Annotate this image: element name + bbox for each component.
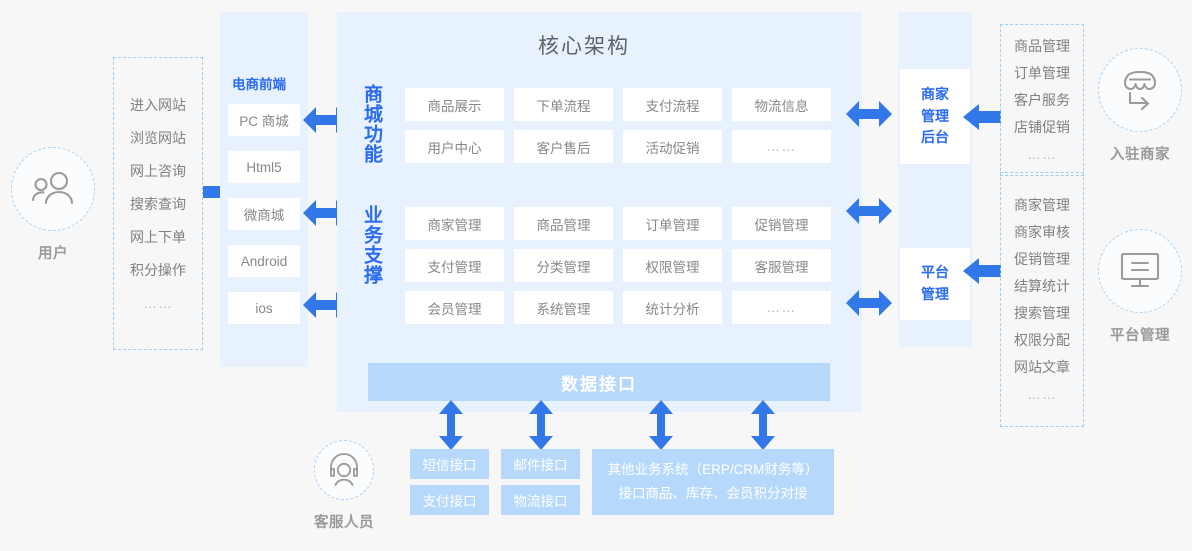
platform-function-item: 结算统计 bbox=[1014, 278, 1070, 294]
arrow-databar-mail bbox=[528, 400, 554, 455]
platform-function-item: 权限分配 bbox=[1014, 332, 1070, 348]
iface-other-line1: 其他业务系统（ERP/CRM财务等） bbox=[607, 462, 819, 478]
merchant-function-item: 商品管理 bbox=[1014, 38, 1070, 54]
users-icon bbox=[11, 147, 95, 231]
user-action-item: 搜索查询 bbox=[130, 195, 186, 212]
core-cell[interactable]: 支付流程 bbox=[623, 88, 722, 121]
merchant-console-box[interactable]: 商家 管理 后台 bbox=[900, 69, 970, 164]
core-cell[interactable]: 统计分析 bbox=[623, 291, 722, 324]
frontend-item-android[interactable]: Android bbox=[228, 245, 300, 277]
core-cell[interactable]: 促销管理 bbox=[732, 207, 831, 240]
merchant-function-item: 订单管理 bbox=[1014, 65, 1070, 81]
arrow-platform-functions-to-console bbox=[963, 258, 1001, 289]
platform-console-line: 管理 bbox=[921, 286, 949, 302]
frontend-item-html5[interactable]: Html5 bbox=[228, 151, 300, 183]
core-cell[interactable]: 用户中心 bbox=[405, 130, 504, 163]
core-cell[interactable]: 分类管理 bbox=[514, 249, 613, 282]
headset-agent-icon bbox=[314, 440, 374, 500]
platform-function-item: 网站文章 bbox=[1014, 359, 1070, 375]
core-cell[interactable]: 物流信息 bbox=[732, 88, 831, 121]
core-group-label-mall: 商城功能 bbox=[361, 84, 382, 164]
merchant-console-line: 后台 bbox=[921, 129, 949, 146]
merchant-function-item: …… bbox=[1027, 146, 1057, 162]
user-action-item: 网上下单 bbox=[130, 228, 186, 245]
platform-function-item: 商家管理 bbox=[1014, 197, 1070, 213]
storefront-enter-icon bbox=[1098, 48, 1182, 132]
platform-function-item: 商家审核 bbox=[1014, 224, 1070, 240]
frontend-item-pc[interactable]: PC 商城 bbox=[228, 104, 300, 136]
frontend-item-weimall[interactable]: 微商城 bbox=[228, 198, 300, 230]
actor-merchant-label: 入驻商家 bbox=[1110, 147, 1170, 163]
core-cell[interactable]: 客服管理 bbox=[732, 249, 831, 282]
arrow-core-platform-1 bbox=[846, 196, 892, 231]
arrow-databar-other-1 bbox=[648, 400, 674, 455]
platform-function-item: …… bbox=[1027, 386, 1057, 402]
core-cell[interactable]: 活动促销 bbox=[623, 130, 722, 163]
core-cell[interactable]: 下单流程 bbox=[514, 88, 613, 121]
arrow-databar-other-2 bbox=[750, 400, 776, 455]
user-action-item: 浏览网站 bbox=[130, 129, 186, 146]
core-cell[interactable]: 会员管理 bbox=[405, 291, 504, 324]
core-cell[interactable]: …… bbox=[732, 130, 831, 163]
user-action-item: …… bbox=[143, 294, 173, 311]
core-cell[interactable]: 客户售后 bbox=[514, 130, 613, 163]
arrow-merchant-functions-to-console bbox=[963, 104, 1001, 135]
core-cell[interactable]: 支付管理 bbox=[405, 249, 504, 282]
core-group-label-business: 业务支撑 bbox=[361, 205, 382, 285]
iface-mail[interactable]: 邮件接口 bbox=[501, 449, 580, 479]
platform-console-box[interactable]: 平台 管理 bbox=[900, 248, 970, 320]
actor-support-label: 客服人员 bbox=[314, 515, 374, 531]
core-cell[interactable]: 商品管理 bbox=[514, 207, 613, 240]
platform-functions-box: 商家管理 商家审核 促销管理 结算统计 搜索管理 权限分配 网站文章 …… bbox=[1000, 172, 1084, 427]
arrow-core-platform-2 bbox=[846, 288, 892, 323]
user-actions-box: 进入网站 浏览网站 网上咨询 搜索查询 网上下单 积分操作 …… bbox=[113, 57, 203, 350]
actor-support: 客服人员 bbox=[302, 440, 386, 532]
core-cell[interactable]: 商家管理 bbox=[405, 207, 504, 240]
frontend-item-ios[interactable]: ios bbox=[228, 292, 300, 324]
actor-merchant: 入驻商家 bbox=[1098, 48, 1182, 164]
iface-other-line2: 接口商品、库存、会员积分对接 bbox=[618, 486, 808, 501]
frontend-title: 电商前端 bbox=[232, 77, 286, 92]
user-action-item: 网上咨询 bbox=[130, 162, 186, 179]
core-cell[interactable]: 商品展示 bbox=[405, 88, 504, 121]
core-title: 核心架构 bbox=[538, 35, 630, 58]
user-action-item: 进入网站 bbox=[130, 96, 186, 113]
platform-console-line: 平台 bbox=[921, 264, 949, 281]
arrow-core-merchant bbox=[846, 99, 892, 134]
user-action-item: 积分操作 bbox=[130, 261, 186, 278]
iface-logistics[interactable]: 物流接口 bbox=[501, 485, 580, 515]
core-cell[interactable]: 系统管理 bbox=[514, 291, 613, 324]
merchant-function-item: 客户服务 bbox=[1014, 92, 1070, 108]
monitor-icon bbox=[1098, 229, 1182, 313]
iface-sms[interactable]: 短信接口 bbox=[410, 449, 489, 479]
core-cell[interactable]: 权限管理 bbox=[623, 249, 722, 282]
platform-function-item: 促销管理 bbox=[1014, 251, 1070, 267]
platform-function-item: 搜索管理 bbox=[1014, 305, 1070, 321]
actor-platform-label: 平台管理 bbox=[1110, 328, 1170, 344]
iface-other-systems[interactable]: 其他业务系统（ERP/CRM财务等） 接口商品、库存、会员积分对接 bbox=[592, 449, 834, 515]
merchant-function-item: 店铺促销 bbox=[1014, 119, 1070, 135]
actor-platform: 平台管理 bbox=[1098, 229, 1182, 345]
data-interface-bar: 数据接口 bbox=[368, 363, 830, 401]
merchant-console-line: 管理 bbox=[921, 107, 949, 124]
core-cell[interactable]: 订单管理 bbox=[623, 207, 722, 240]
core-cell[interactable]: …… bbox=[732, 291, 831, 324]
actor-user: 用户 bbox=[8, 147, 98, 263]
merchant-functions-box: 商品管理 订单管理 客户服务 店铺促销 …… bbox=[1000, 24, 1084, 176]
iface-payment[interactable]: 支付接口 bbox=[410, 485, 489, 515]
actor-user-label: 用户 bbox=[38, 246, 68, 262]
merchant-console-line: 商家 bbox=[921, 85, 949, 102]
arrow-databar-sms bbox=[438, 400, 464, 455]
